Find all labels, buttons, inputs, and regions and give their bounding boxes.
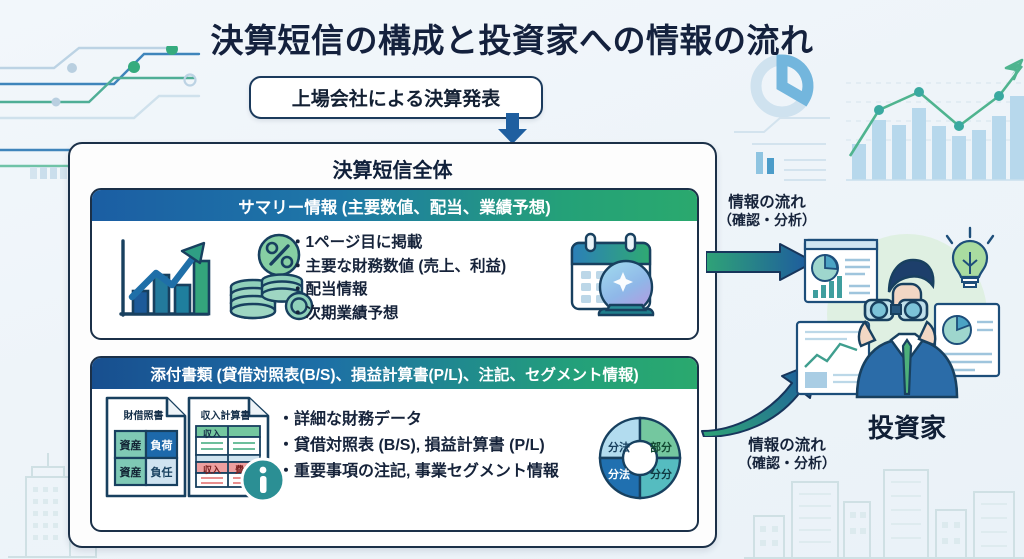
announcement-box: 上場会社による決算発表 [249, 76, 543, 119]
list-item: 主要な財務数値 (売上、利益) [290, 255, 507, 279]
balance-sheet-cell-2: 資産 [119, 467, 142, 479]
attachments-bullet-list: 詳細な財務データ 貸借対照表 (B/S), 損益計算書 (P/L) 重要事項の注… [278, 407, 559, 485]
balance-sheet-doc-icon: 財借照書 資産 負荷 資産 負任 [104, 395, 188, 504]
announcement-label: 上場会社による決算発表 [291, 89, 501, 110]
tanshin-overview-card: 決算短信全体 サマリー情報 (主要数値、配当、業績予想) [68, 142, 717, 548]
balance-sheet-cell-3: 負任 [150, 467, 173, 479]
flow-label-top-line1: 情報の流れ [728, 194, 806, 211]
flow-label-top: 情報の流れ （確認・分析） [718, 193, 816, 230]
segment-donut-icon: 分法 部分 分法 分分 [595, 413, 685, 508]
balance-sheet-cell-1: 負荷 [150, 440, 173, 452]
lightbulb-icon [945, 226, 995, 288]
section-summary-body: 1ページ目に掲載 主要な財務数値 (売上、利益) 配当情報 次期業績予想 [92, 221, 697, 338]
list-item: 重要事項の注記, 事業セグメント情報 [278, 459, 559, 485]
list-item: 1ページ目に掲載 [290, 231, 506, 255]
flow-label-bottom: 情報の流れ （確認・分析） [738, 436, 836, 473]
donut-label-1: 部分 [650, 442, 672, 454]
summary-bullet-list: 1ページ目に掲載 主要な財務数値 (売上、利益) 配当情報 次期業績予想 [290, 231, 507, 326]
list-item: 次期業績予想 [290, 302, 506, 326]
donut-label-0: 分法 [608, 442, 630, 454]
donut-label-3: 分分 [650, 469, 672, 481]
investor-person [855, 258, 959, 399]
page-title: 決算短信の構成と投資家への情報の流れ [210, 22, 814, 59]
calendar-crystalball-icon [570, 232, 671, 317]
investor-doc-topleft [803, 238, 879, 304]
flow-arrow-top-icon [706, 243, 815, 281]
main-card-title: 決算短信全体 [332, 160, 453, 182]
flow-label-bottom-line1: 情報の流れ [748, 437, 826, 454]
investor-illustration [795, 226, 1001, 399]
section-attachments-header: 添付書類 (貸借対照表(B/S)、損益計算書(P/L)、注記、セグメント情報) [92, 358, 697, 389]
flow-label-top-line2: （確認・分析） [718, 212, 816, 229]
income-row-label-1: 収入 [202, 465, 221, 475]
bar-chart-growth-icon [119, 239, 211, 317]
flow-label-bottom-line2: （確認・分析） [738, 455, 836, 472]
donut-label-2: 分法 [608, 469, 630, 481]
income-statement-doc-title: 収入計算書 [200, 411, 251, 422]
income-row-label-0: 収入 [202, 429, 221, 439]
section-attachments: 添付書類 (貸借対照表(B/S)、損益計算書(P/L)、注記、セグメント情報) … [90, 356, 699, 532]
background-chart-decoration [734, 54, 1024, 181]
announcement-down-arrow-icon [498, 113, 527, 144]
balance-sheet-cell-0: 資産 [119, 440, 142, 452]
list-item: 配当情報 [290, 278, 506, 302]
section-summary: サマリー情報 (主要数値、配当、業績予想) [90, 188, 699, 340]
investor-label: 投資家 [867, 413, 946, 443]
section-summary-header: サマリー情報 (主要数値、配当、業績予想) [92, 190, 697, 221]
balance-sheet-doc-title: 財借照書 [123, 411, 164, 422]
list-item: 貸借対照表 (B/S), 損益計算書 (P/L) [278, 433, 559, 459]
list-item: 詳細な財務データ [278, 407, 559, 433]
section-attachments-body: 財借照書 資産 負荷 資産 負任 [92, 389, 697, 530]
